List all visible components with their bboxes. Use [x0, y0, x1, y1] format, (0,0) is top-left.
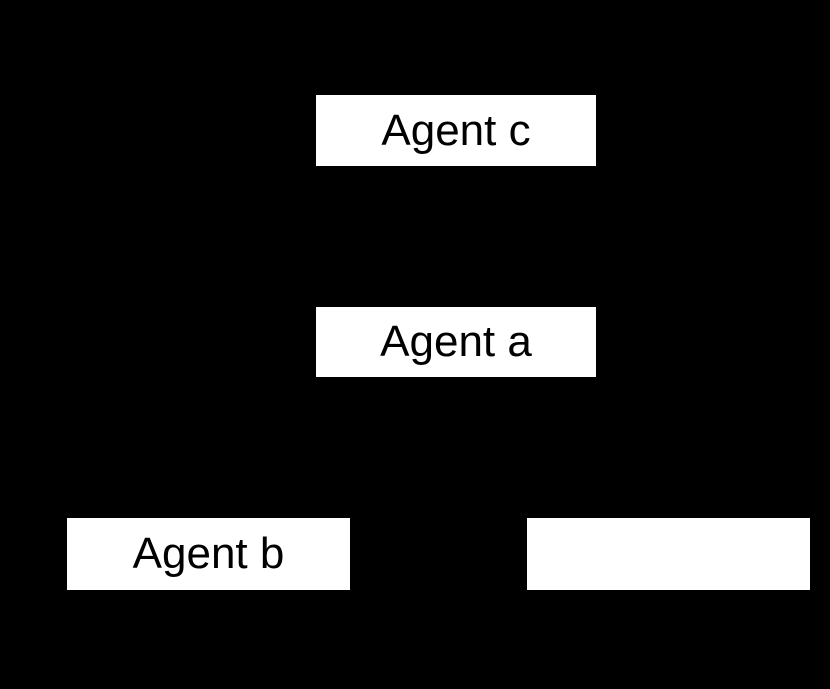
- node-blank[interactable]: [527, 518, 810, 590]
- node-agent-b-label: Agent b: [132, 529, 285, 578]
- node-agent-a[interactable]: Agent a: [316, 307, 596, 377]
- node-agent-a-label: Agent a: [380, 317, 532, 366]
- node-agent-c-label: Agent c: [381, 105, 531, 155]
- node-agent-c[interactable]: Agent c: [316, 95, 596, 166]
- node-agent-b[interactable]: Agent b: [67, 518, 350, 590]
